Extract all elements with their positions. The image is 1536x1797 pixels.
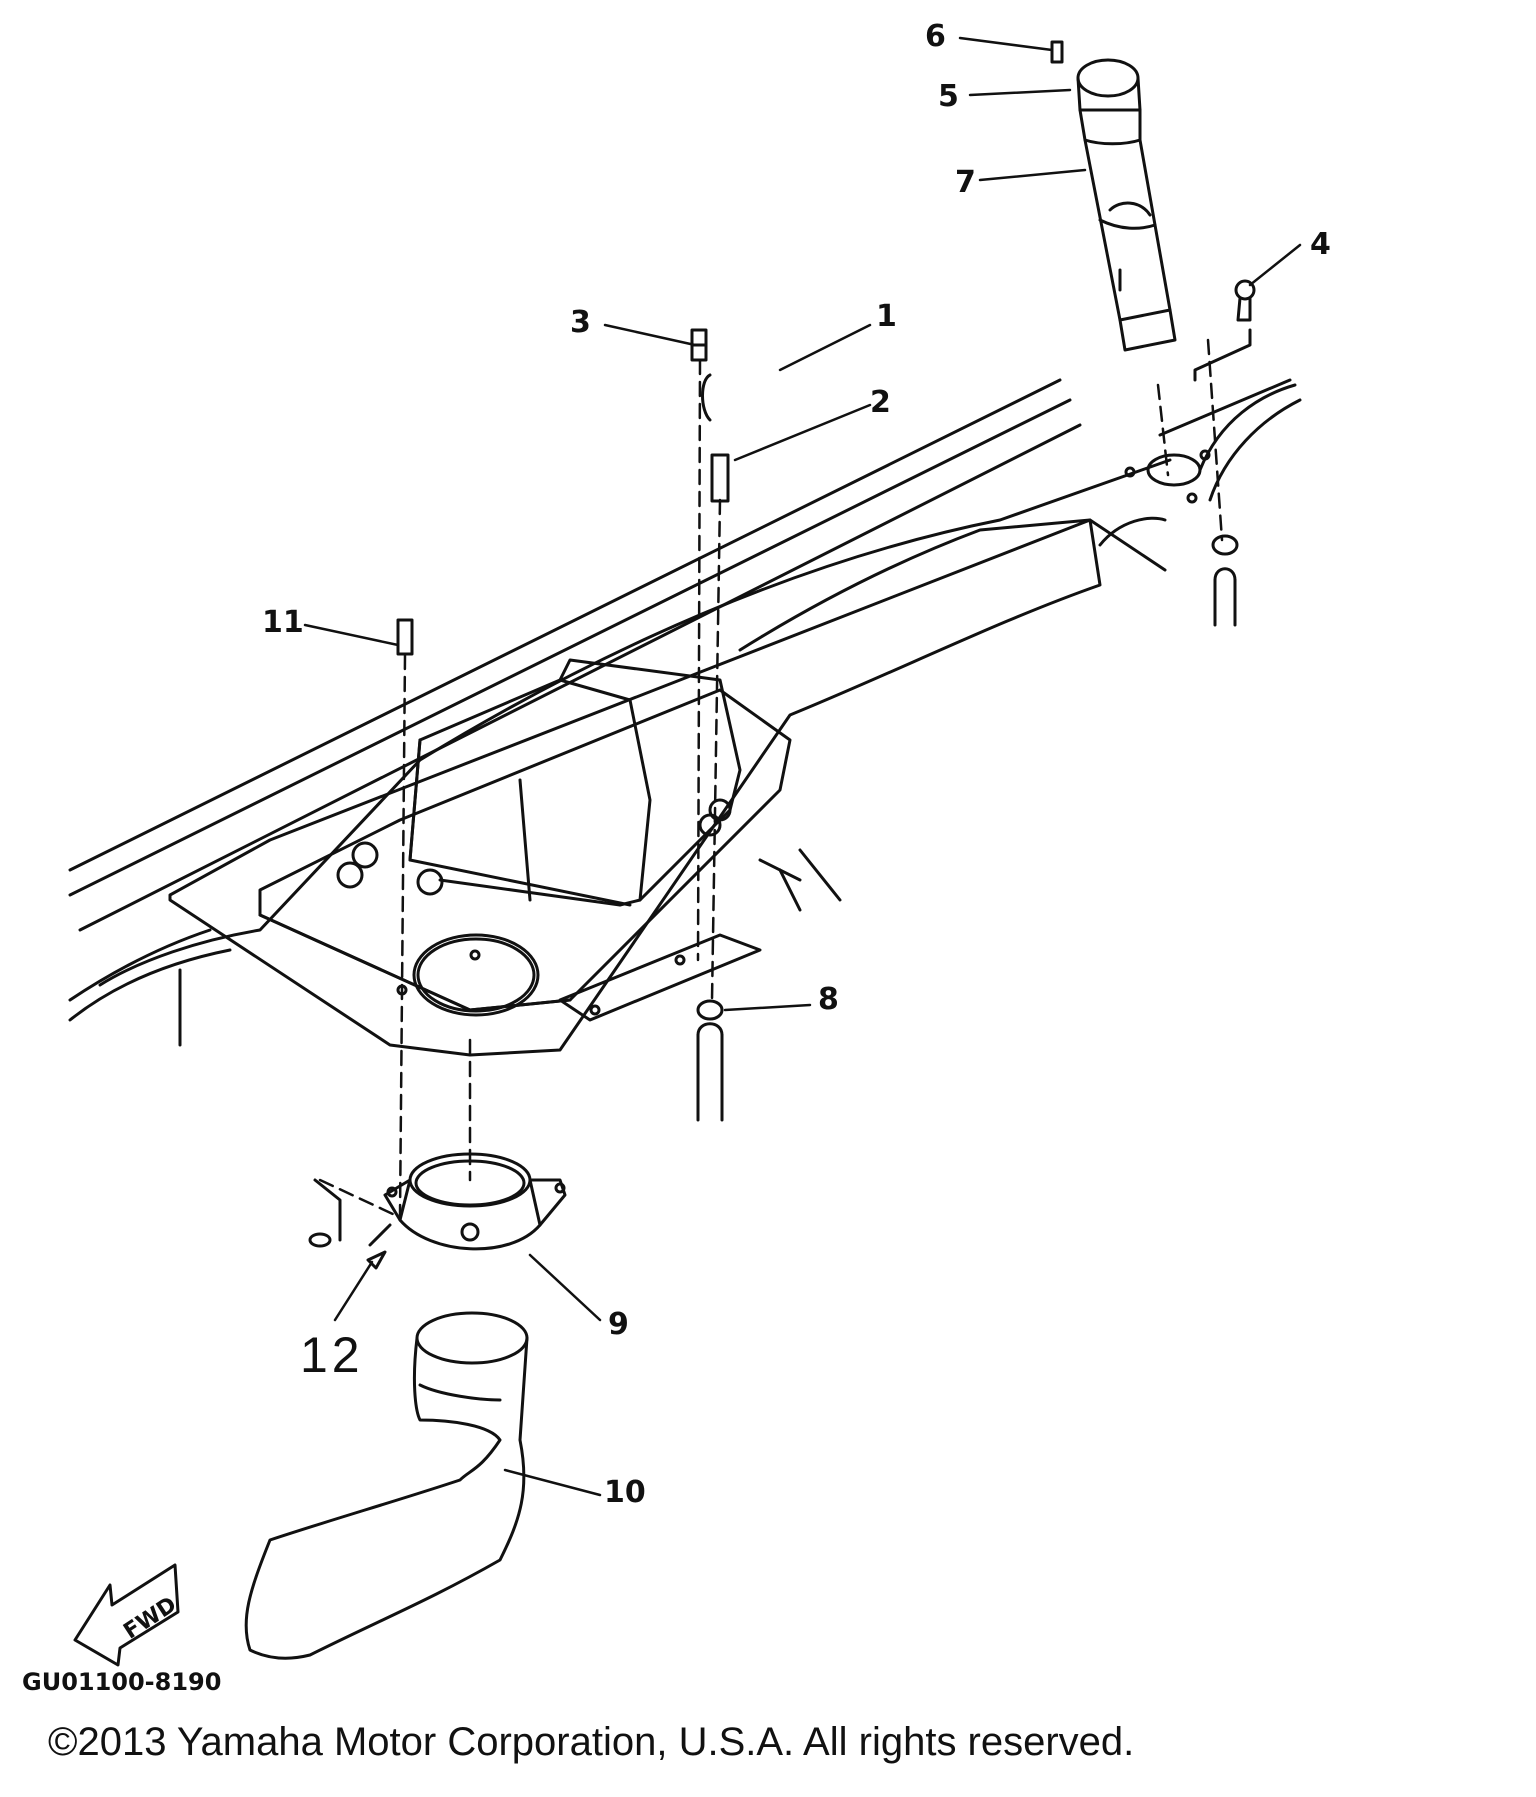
flange-9 xyxy=(383,1152,567,1251)
callout-9: 9 xyxy=(608,1307,629,1342)
fwd-arrow-icon: FWD xyxy=(73,1563,181,1667)
callout-6: 6 xyxy=(925,19,946,54)
fasteners xyxy=(308,40,1256,1270)
callout-8: 8 xyxy=(818,982,839,1017)
callout-2: 2 xyxy=(870,385,891,420)
leader-lines xyxy=(303,36,1302,1497)
copyright-notice: ©2013 Yamaha Motor Corporation, U.S.A. A… xyxy=(48,1720,1135,1764)
callout-11: 11 xyxy=(262,605,304,640)
engine-cover-assembly xyxy=(168,518,1102,1057)
callout-4: 4 xyxy=(1310,227,1331,262)
callout-7: 7 xyxy=(955,165,976,200)
callout-3: 3 xyxy=(570,305,591,340)
drawing-code: GU01100-8190 xyxy=(22,1668,222,1696)
assembly-guide-lines xyxy=(318,338,1224,1217)
duct-10 xyxy=(244,1311,529,1660)
hull-deck-lines xyxy=(68,378,1302,1047)
fwd-label: FWD xyxy=(119,1592,181,1644)
callout-10: 10 xyxy=(604,1475,646,1510)
tube-7 xyxy=(1076,58,1177,352)
callout-12: 12 xyxy=(300,1327,364,1383)
callout-1: 1 xyxy=(876,299,897,334)
callout-5: 5 xyxy=(938,79,959,114)
